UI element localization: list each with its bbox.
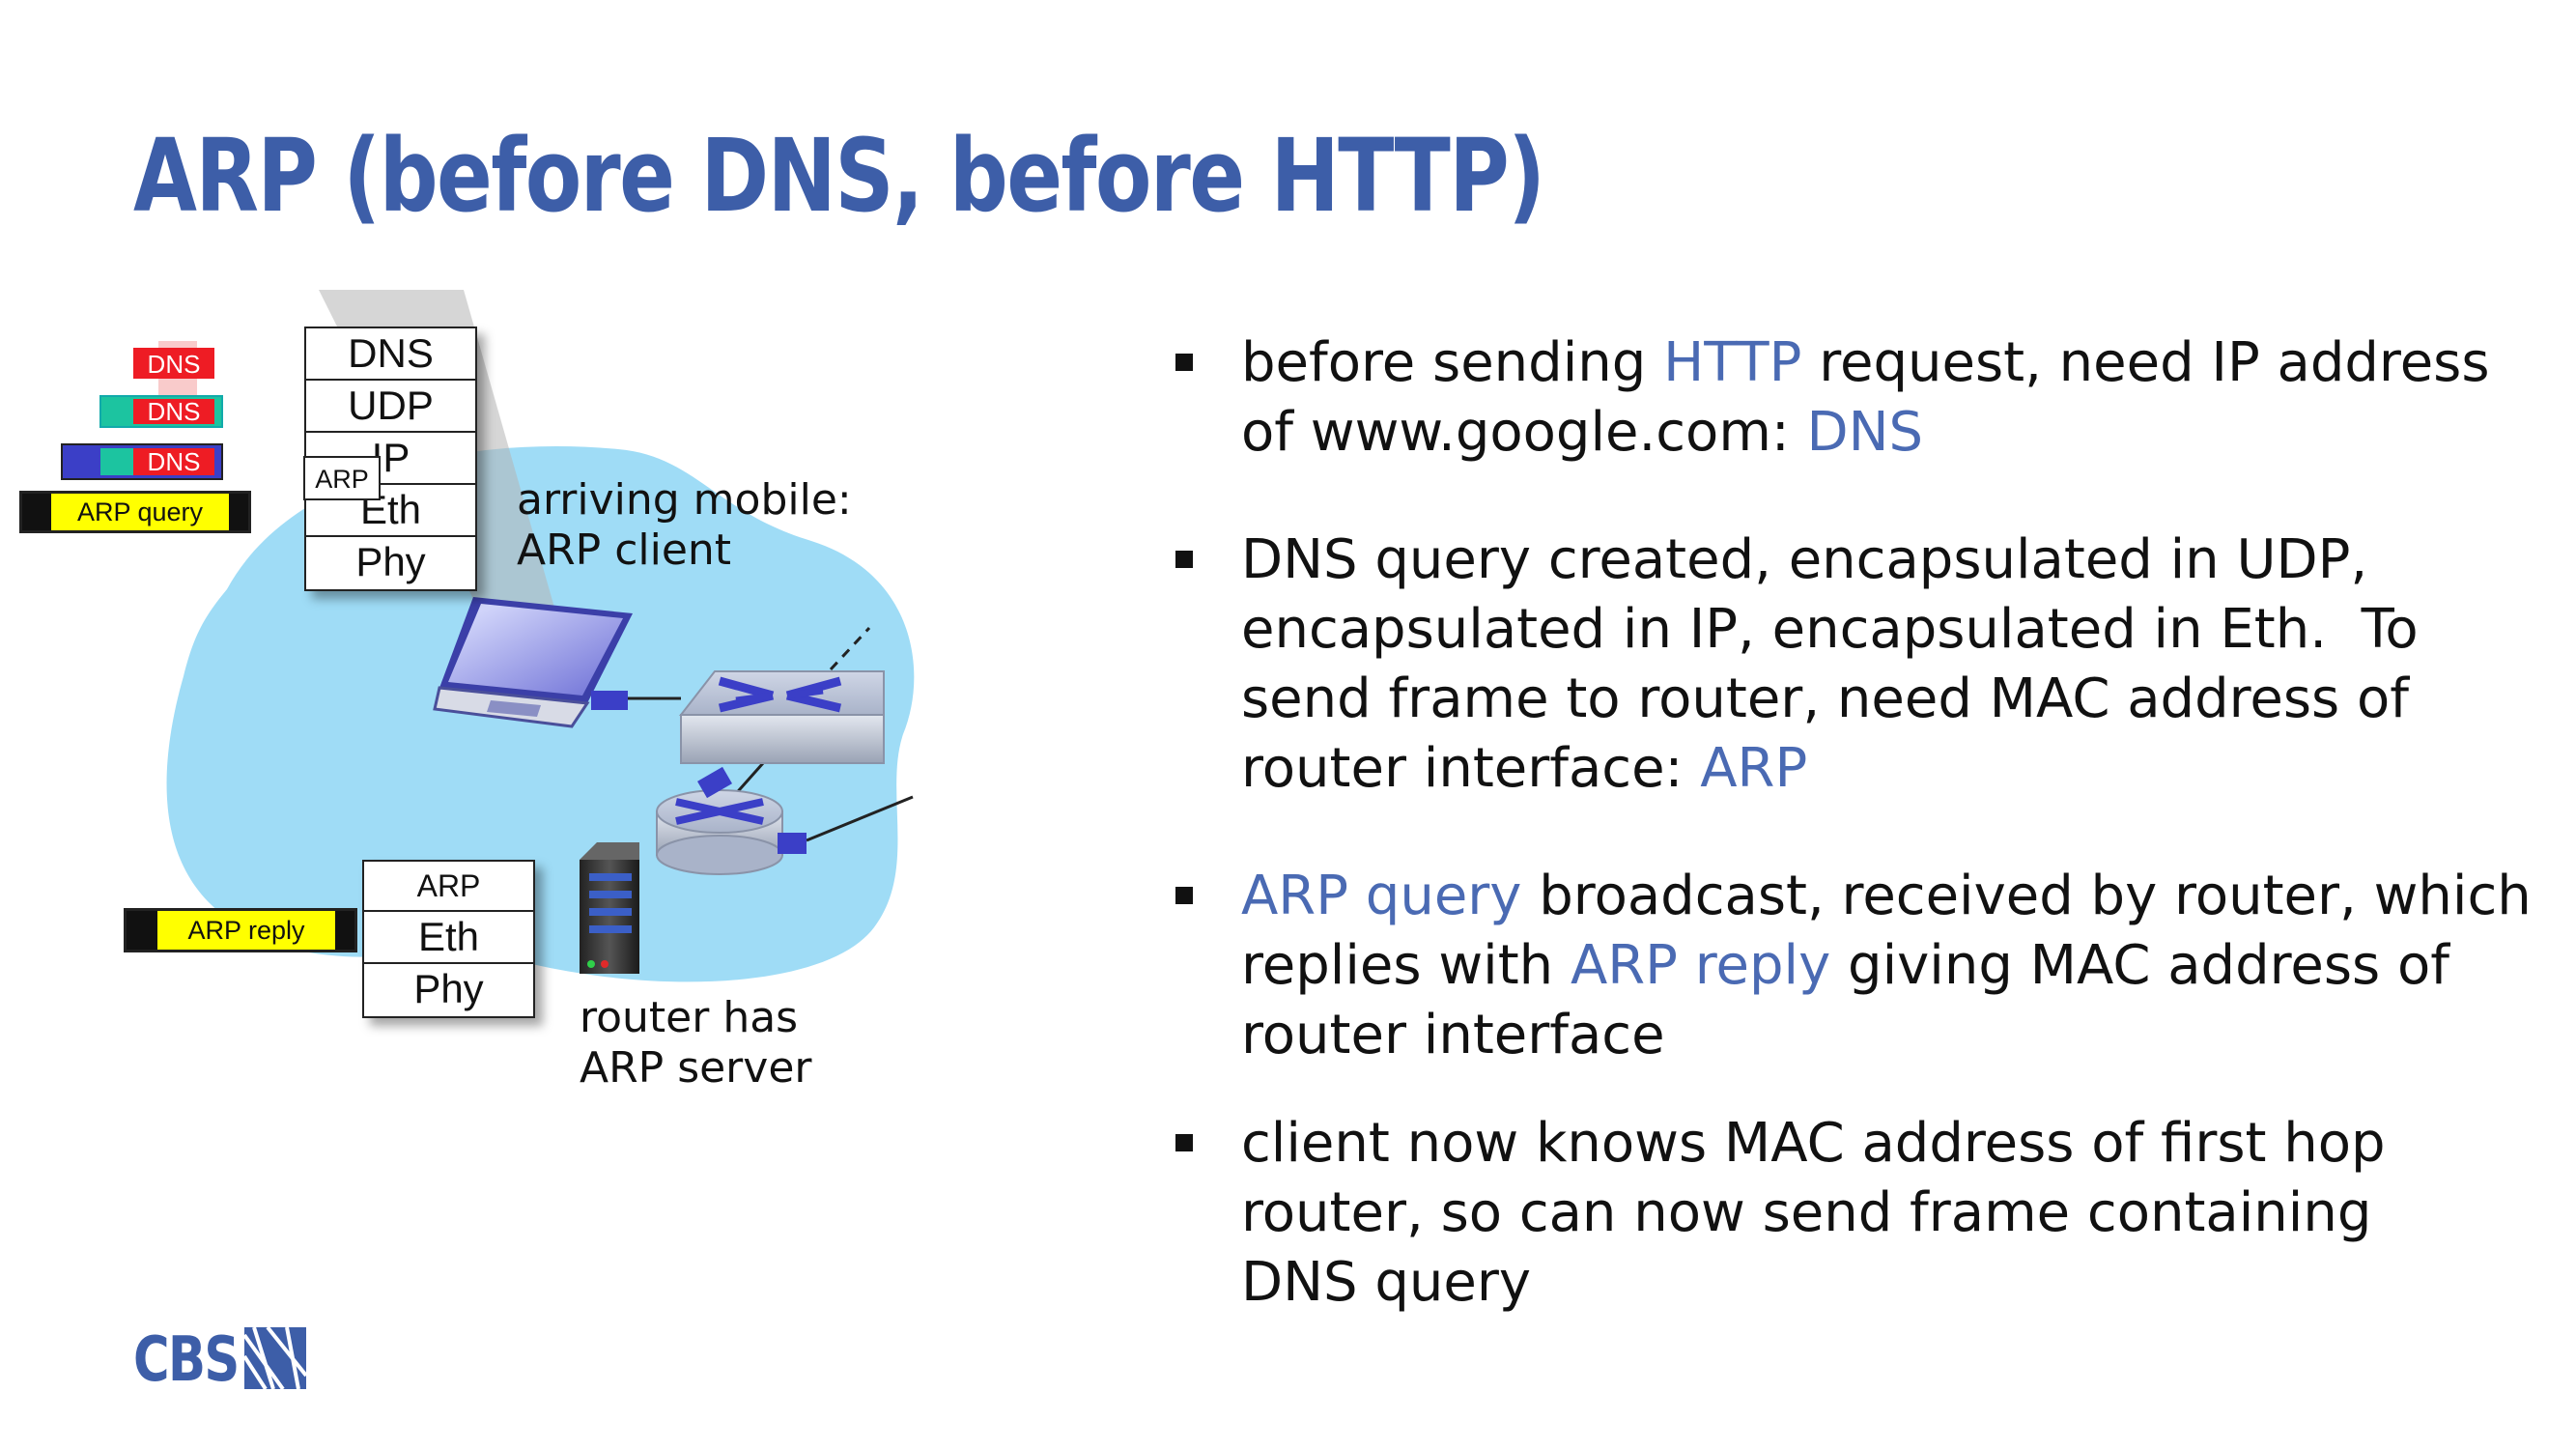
slide-title: ARP (before DNS, before HTTP)	[133, 117, 1545, 235]
bullet-text: router interface	[1241, 1004, 1665, 1066]
frame-header-block	[127, 911, 157, 950]
bullet-marker	[1175, 551, 1193, 568]
stack-layer-phy: Phy	[355, 539, 426, 584]
server-icon	[580, 842, 639, 974]
stack-layer-udp: UDP	[306, 381, 475, 433]
frame-header-block	[22, 494, 51, 530]
dns-label-udp: DNS	[147, 397, 201, 426]
highlight-term: ARP query	[1241, 865, 1522, 927]
router-icon	[656, 766, 807, 875]
bullet-line: DNS query	[1241, 1248, 2535, 1318]
bullet-item: before sending HTTP request, need IP add…	[1164, 328, 2535, 468]
bullet-line: replies with ARP reply giving MAC addres…	[1241, 931, 2535, 1001]
bullet-text: request, need IP address	[1801, 331, 2490, 394]
bullet-line: send frame to router, need MAC address o…	[1241, 665, 2535, 734]
link-switch-dashed	[829, 626, 871, 671]
client-caption-line2: ARP client	[517, 526, 732, 575]
highlight-term: ARP	[1700, 737, 1808, 800]
stack-layer-eth: Eth	[364, 912, 533, 964]
client-caption-line1: arriving mobile:	[517, 475, 852, 525]
logo-mark-icon	[244, 1327, 306, 1389]
highlight-term: ARP reply	[1570, 934, 1831, 997]
bullet-line: before sending HTTP request, need IP add…	[1241, 328, 2535, 398]
bullet-line: ARP query broadcast, received by router,…	[1241, 862, 2535, 931]
arp-stack-tag: ARP	[303, 456, 381, 500]
bullet-item: DNS query created, encapsulated in UDP, e…	[1164, 526, 2535, 804]
bullet-marker	[1175, 354, 1193, 371]
arp-query-label: ARP query	[76, 497, 204, 526]
router-caption-line1: router has	[580, 993, 799, 1042]
router-caption-line2: ARP server	[580, 1043, 812, 1093]
bullet-text: DNS query	[1241, 1251, 1532, 1314]
bullet-item: client now knows MAC address of first ho…	[1164, 1109, 2535, 1318]
bullet-text: router interface:	[1241, 737, 1701, 800]
bullet-item: ARP query broadcast, received by router,…	[1164, 862, 2535, 1070]
bullet-text: replies with	[1241, 934, 1571, 997]
cbs-logo: CBS	[133, 1324, 306, 1396]
frame-trailer-block	[229, 494, 248, 530]
bullet-line: router, so can now send frame containing	[1241, 1179, 2535, 1248]
bullet-text: of www.google.com:	[1241, 401, 1807, 464]
bullet-line: router interface	[1241, 1001, 2535, 1070]
bullet-text: encapsulated in IP, encapsulated in Eth.…	[1241, 598, 2419, 661]
bullet-line: router interface: ARP	[1241, 734, 2535, 804]
bullet-list: before sending HTTP request, need IP add…	[1164, 328, 2535, 1318]
dns-packet-encapsulation	[61, 341, 223, 480]
network-diagram: DNS DNS DNS ARP query ARP reply DNS UDP …	[0, 290, 1062, 1159]
highlight-term: HTTP	[1663, 331, 1802, 394]
stack-layer-dns: DNS	[306, 328, 475, 381]
stack-layer-phy: Phy	[413, 966, 484, 1011]
arp-reply-frame: ARP reply	[124, 908, 357, 952]
bullet-line: DNS query created, encapsulated in UDP,	[1241, 526, 2535, 595]
bullet-text: router, so can now send frame containing	[1241, 1181, 2372, 1244]
arp-query-frame: ARP query	[19, 491, 251, 533]
dns-label-ip: DNS	[147, 447, 201, 476]
client-protocol-stack: DNS UDP IP Eth Phy	[304, 327, 477, 591]
bullet-text: before sending	[1241, 331, 1664, 394]
bullet-text: client now knows MAC address of first ho…	[1241, 1112, 2386, 1175]
bullet-line: encapsulated in IP, encapsulated in Eth.…	[1241, 595, 2535, 665]
bullet-line: client now knows MAC address of first ho…	[1241, 1109, 2535, 1179]
link-router-out	[806, 795, 914, 842]
dns-label-top: DNS	[147, 350, 201, 379]
switch-icon	[678, 670, 885, 764]
bullet-line: of www.google.com: DNS	[1241, 398, 2535, 468]
bullet-text: DNS query created, encapsulated in UDP,	[1241, 528, 2368, 591]
bullet-text: send frame to router, need MAC address o…	[1241, 668, 2410, 730]
bullet-text: broadcast, received by router, which	[1521, 865, 2532, 927]
bullet-marker	[1175, 887, 1193, 904]
frame-trailer-block	[335, 911, 354, 950]
stack-layer-arp: ARP	[364, 862, 533, 912]
logo-text: CBS	[133, 1324, 240, 1396]
router-protocol-stack: ARP Eth Phy	[362, 860, 535, 1018]
highlight-term: DNS	[1806, 401, 1924, 464]
bullet-text: giving MAC address of	[1830, 934, 2450, 997]
laptop-icon	[433, 597, 633, 728]
arp-reply-label: ARP reply	[187, 916, 305, 945]
bullet-marker	[1175, 1134, 1193, 1151]
